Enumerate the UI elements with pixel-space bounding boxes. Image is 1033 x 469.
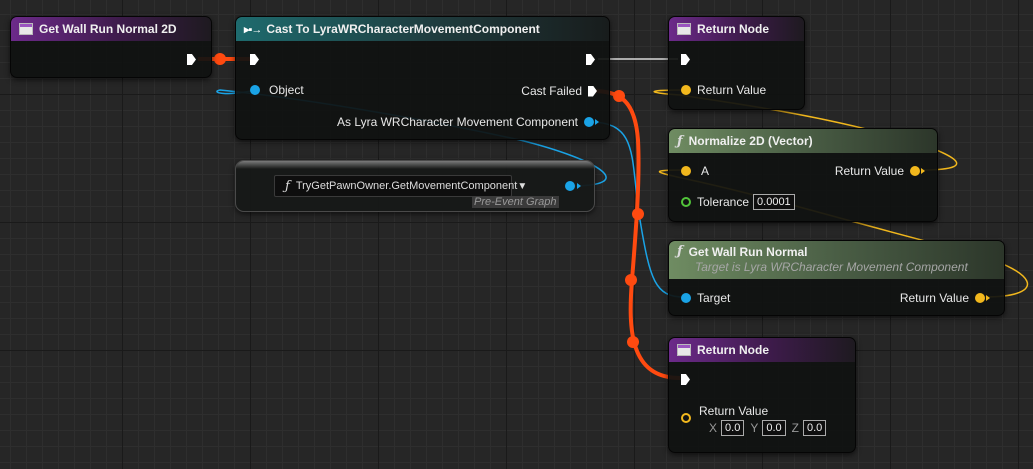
- z-input[interactable]: 0.0: [802, 420, 827, 436]
- pin-label: Return Value: [699, 403, 769, 418]
- function-icon: ƒ: [677, 133, 683, 149]
- pin-arrow-icon: [595, 119, 599, 125]
- pin-arrow-icon: [577, 183, 581, 189]
- reroute-knot: [632, 208, 644, 220]
- cast-failed-pin[interactable]: Cast Failed: [521, 84, 597, 98]
- node-header: ƒ Normalize 2D (Vector): [669, 129, 937, 153]
- exec-pin-icon: [586, 54, 595, 65]
- get-movement-component-node[interactable]: ƒ TryGetPawnOwner.GetMovementComponent ▼…: [235, 160, 595, 212]
- node-header: ƒ Get Wall Run Normal Target is Lyra WRC…: [669, 241, 1004, 279]
- pin-label: Return Value: [697, 83, 767, 97]
- tolerance-input-pin[interactable]: Tolerance 0.0001: [681, 194, 795, 210]
- exec-input-pin[interactable]: [681, 54, 690, 65]
- vector-pin-icon: [975, 293, 985, 303]
- node-header: Return Node: [669, 17, 804, 41]
- pin-arrow-icon: [986, 295, 990, 301]
- get-wall-run-normal-node[interactable]: ƒ Get Wall Run Normal Target is Lyra WRC…: [668, 240, 1005, 316]
- exec-output-pin[interactable]: [586, 54, 595, 65]
- node-header: Get Wall Run Normal 2D: [11, 17, 211, 41]
- x-label: X: [709, 421, 718, 435]
- reroute-knot: [625, 274, 637, 286]
- vector-a-input-pin[interactable]: A: [681, 164, 709, 178]
- pin-label: Target: [697, 291, 731, 305]
- x-input[interactable]: 0.0: [721, 420, 745, 436]
- vector-pin-icon: [681, 85, 691, 95]
- function-entry-icon: [19, 23, 33, 35]
- pin-label: Cast Failed: [521, 84, 582, 98]
- node-title: Return Node: [697, 22, 769, 36]
- exec-pin-icon: [187, 54, 196, 65]
- pin-label: Return Value: [899, 291, 969, 305]
- pin-label: As Lyra WRCharacter Movement Component: [337, 115, 578, 129]
- object-input-pin[interactable]: Object: [250, 83, 304, 97]
- exec-input-pin[interactable]: [250, 54, 259, 65]
- pin-label: Object: [269, 83, 304, 97]
- pin-label: Return Value: [834, 164, 904, 178]
- reroute-knot: [214, 53, 226, 65]
- y-input[interactable]: 0.0: [762, 420, 786, 436]
- pin-label: A: [701, 164, 710, 178]
- node-title: Get Wall Run Normal: [688, 244, 808, 259]
- node-title: Cast To LyraWRCharacterMovementComponent: [266, 22, 540, 36]
- function-icon: ƒ: [285, 178, 290, 194]
- return-value-pin[interactable]: Return Value X 0.0 Y 0.0 Z 0.0: [681, 403, 827, 436]
- vector-pin-icon: [681, 413, 691, 423]
- function-label: TryGetPawnOwner.GetMovementComponent: [295, 180, 518, 192]
- function-dropdown[interactable]: ƒ TryGetPawnOwner.GetMovementComponent ▼: [274, 175, 527, 197]
- return-node-bottom[interactable]: Return Node Return Value X 0.0 Y 0.0 Z 0…: [668, 337, 856, 453]
- cast-node[interactable]: ▸▪→ Cast To LyraWRCharacterMovementCompo…: [235, 16, 610, 140]
- cast-arrow-icon: ▸▪→: [244, 23, 262, 36]
- pin-arrow-icon: [921, 168, 925, 174]
- reroute-knot: [613, 90, 625, 102]
- exec-pin-icon: [681, 54, 690, 65]
- exec-output-pin[interactable]: [187, 54, 196, 65]
- reroute-knot: [627, 336, 639, 348]
- return-value-pin[interactable]: Return Value: [681, 83, 766, 97]
- node-title: Get Wall Run Normal 2D: [39, 22, 177, 36]
- return-node-icon: [677, 23, 691, 35]
- vector-pin-icon: [910, 166, 920, 176]
- target-input-pin[interactable]: Target: [681, 291, 730, 305]
- object-pin-icon: [681, 293, 691, 303]
- exec-pin-icon: [250, 54, 259, 65]
- object-pin-icon: [250, 85, 260, 95]
- object-output-pin[interactable]: [565, 181, 575, 191]
- node-title: Return Node: [697, 343, 769, 357]
- pin-label: Tolerance: [697, 195, 750, 209]
- graph-badge: Pre-Event Graph: [472, 196, 559, 208]
- node-subtitle: Target is Lyra WRCharacter Movement Comp…: [695, 260, 968, 274]
- exec-pin-icon: [588, 85, 597, 97]
- object-pin-icon: [584, 117, 594, 127]
- y-label: Y: [750, 421, 759, 435]
- vector-pin-icon: [681, 166, 691, 176]
- chevron-down-icon: ▼: [517, 180, 528, 192]
- return-value-output-pin[interactable]: Return Value: [835, 164, 925, 178]
- normalize-2d-node[interactable]: ƒ Normalize 2D (Vector) A Return Value T…: [668, 128, 938, 222]
- z-label: Z: [791, 421, 799, 435]
- return-node-icon: [677, 344, 691, 356]
- node-header: ▸▪→ Cast To LyraWRCharacterMovementCompo…: [236, 17, 609, 41]
- node-header: Return Node: [669, 338, 855, 362]
- as-component-pin[interactable]: As Lyra WRCharacter Movement Component: [337, 115, 599, 129]
- tolerance-input[interactable]: 0.0001: [753, 194, 795, 210]
- function-entry-node[interactable]: Get Wall Run Normal 2D: [10, 16, 212, 78]
- exec-input-pin[interactable]: [681, 374, 690, 385]
- return-node-top[interactable]: Return Node Return Value: [668, 16, 805, 110]
- node-title: Normalize 2D (Vector): [688, 134, 813, 148]
- function-icon: ƒ: [677, 244, 683, 259]
- return-value-output-pin[interactable]: Return Value: [900, 291, 990, 305]
- float-pin-icon: [681, 197, 691, 207]
- exec-pin-icon: [681, 374, 690, 385]
